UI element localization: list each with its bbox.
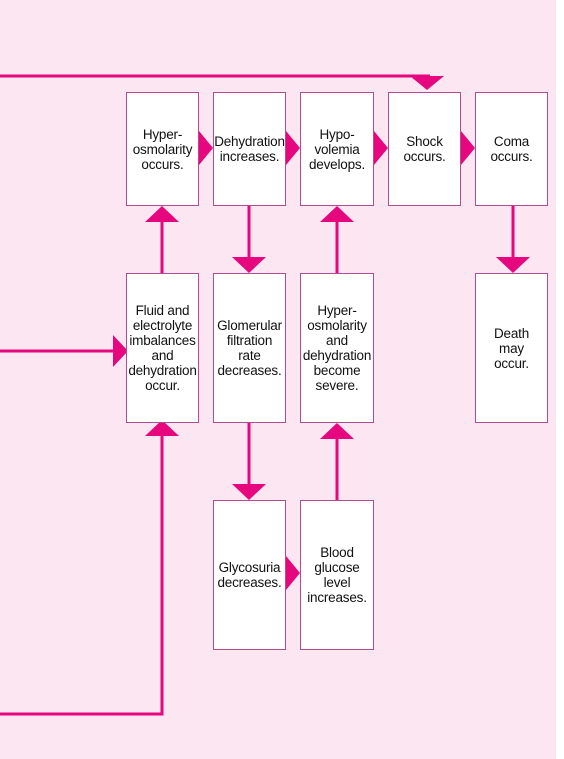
arrow-shock-to-coma bbox=[461, 131, 475, 165]
box-glomerular-filtration: Glomerular filtration rate decreases. bbox=[213, 273, 286, 423]
box-blood-glucose: Blood glucose level increases. bbox=[300, 500, 374, 650]
box-fluid-electrolyte: Fluid and electrolyte imbalances and deh… bbox=[126, 273, 199, 423]
arrow-dehydration-to-hypovolemia bbox=[286, 131, 300, 165]
arrow-dehydration-to-glomerular bbox=[232, 206, 266, 273]
page-margin bbox=[556, 0, 564, 759]
box-glycosuria: Glycosuria decreases. bbox=[213, 500, 286, 650]
arrow-blood-glucose-to-severe bbox=[320, 423, 354, 500]
box-coma: Coma occurs. bbox=[475, 92, 548, 206]
arrow-severe-to-hypovolemia bbox=[320, 206, 354, 274]
arrow-bottom-to-fluid bbox=[0, 420, 179, 716]
arrow-hyperosmolarity-to-dehydration bbox=[199, 131, 213, 165]
box-death: Death may occur. bbox=[475, 273, 548, 423]
arrow-glomerular-to-glycosuria bbox=[232, 423, 266, 500]
arrow-left-to-fluid bbox=[0, 335, 128, 367]
box-hypovolemia: Hypo- volemia develops. bbox=[300, 92, 374, 206]
arrow-top-to-shock bbox=[0, 74, 444, 90]
box-dehydration: Dehydration increases. bbox=[213, 92, 286, 206]
arrow-hypovolemia-to-shock bbox=[374, 131, 388, 165]
box-hyperosmolarity: Hyper- osmolarity occurs. bbox=[126, 92, 199, 206]
box-hyperosmolarity-severe: Hyper- osmolarity and dehydration become… bbox=[300, 273, 374, 423]
arrow-glycosuria-to-blood-glucose bbox=[286, 556, 300, 590]
arrow-coma-to-death bbox=[496, 206, 530, 273]
box-shock: Shock occurs. bbox=[388, 92, 461, 206]
arrow-fluid-to-hyperosmolarity bbox=[145, 206, 179, 274]
